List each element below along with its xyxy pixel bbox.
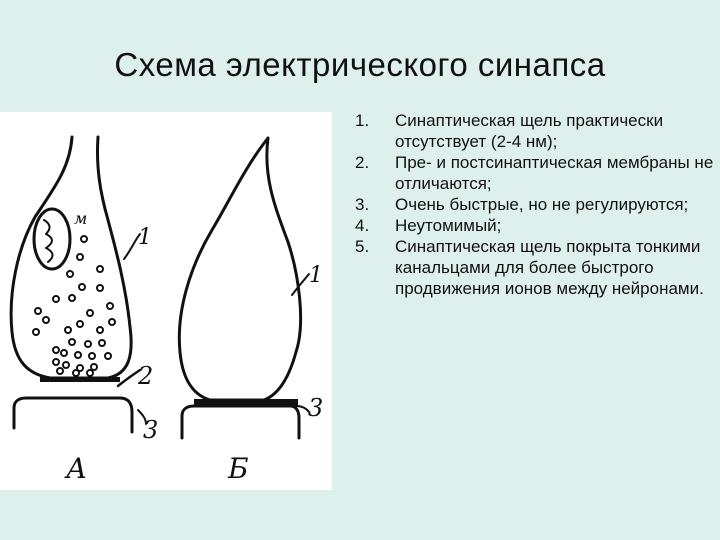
label-a-2: 2	[137, 362, 153, 390]
synapse-features-list: 1. Синаптическая щель практически отсутст…	[355, 110, 715, 299]
leader-line-a3	[137, 409, 147, 425]
list-item: 4. Неутомимый;	[355, 215, 715, 236]
list-item: 1. Синаптическая щель практически отсутст…	[355, 110, 715, 152]
list-text: Синаптическая щель практически отсутству…	[395, 111, 664, 151]
synapse-figure: м 1 2 3 1 3 А Б	[0, 112, 332, 490]
panel-b-postsynaptic-membrane	[180, 404, 301, 440]
synaptic-vesicles	[32, 235, 116, 377]
list-item: 5. Синаптическая щель покрыта тонкими кан…	[355, 236, 715, 299]
list-number: 2.	[355, 153, 370, 172]
list-item: 3. Очень быстрые, но не регулируются;	[355, 194, 715, 215]
label-b-3: 3	[308, 394, 323, 422]
panel-a-postsynaptic-membrane	[12, 396, 134, 434]
mitochondrion	[32, 207, 72, 271]
label-mitochondrion: м	[74, 209, 87, 228]
leader-line-a1	[123, 233, 141, 260]
list-number: 5.	[355, 237, 370, 256]
list-number: 1.	[355, 111, 370, 130]
label-a-3: 3	[143, 416, 158, 444]
list-item: 2. Пре- и постсинаптическая мембраны не о…	[355, 152, 715, 194]
list-text: Неутомимый;	[395, 216, 502, 235]
panel-b-contact-zone	[194, 399, 298, 406]
list-text: Очень быстрые, но не регулируются;	[395, 195, 689, 214]
label-b-1: 1	[309, 263, 323, 288]
label-panel-a: А	[64, 452, 87, 485]
list-number: 4.	[355, 216, 370, 235]
leader-line-b1	[291, 273, 310, 296]
panel-b-terminal-outline	[177, 136, 303, 402]
synapse-diagram: м 1 2 3 1 3 А Б	[9, 135, 323, 485]
label-panel-b: Б	[227, 452, 249, 485]
leader-line-a2	[116, 368, 142, 388]
list-number: 3.	[355, 195, 370, 214]
list-text: Синаптическая щель покрыта тонкими канал…	[395, 237, 704, 298]
mitochondrion-cristae	[43, 219, 54, 263]
slide-title: Схема электрического синапса	[114, 46, 606, 83]
panel-a-terminal-outline	[9, 135, 133, 380]
leader-line-b3	[295, 405, 310, 413]
label-a-1: 1	[138, 225, 152, 250]
panel-a-contact-zone	[40, 377, 120, 382]
list-text: Пре- и постсинаптическая мембраны не отл…	[395, 153, 714, 193]
